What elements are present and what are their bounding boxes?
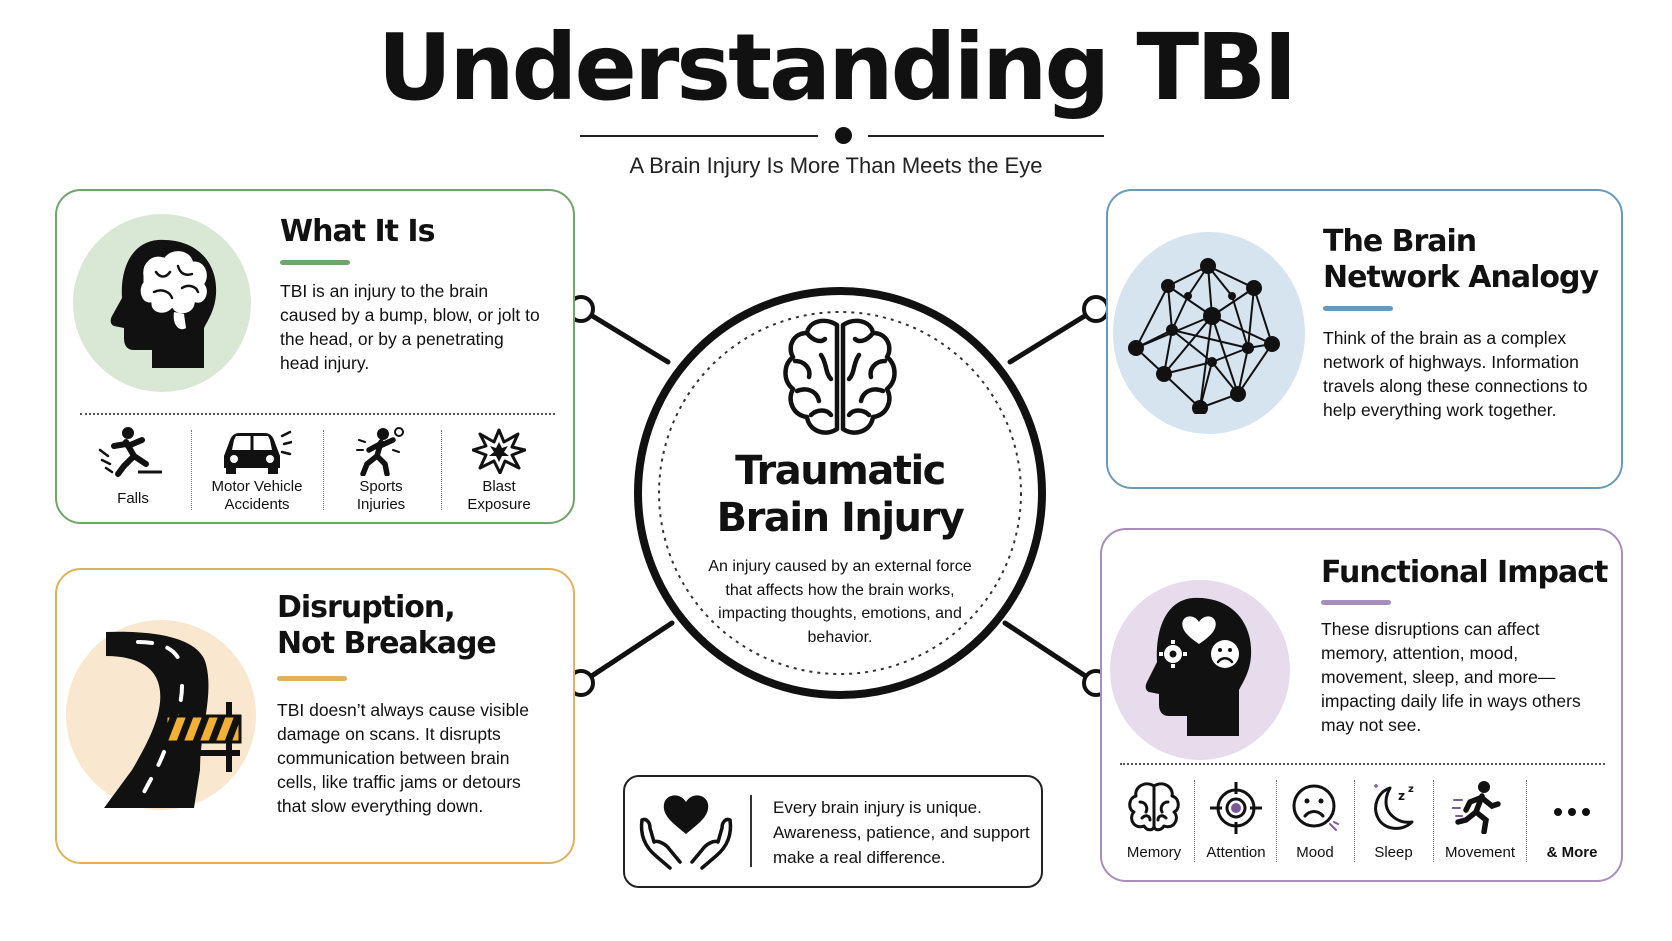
disruption-title-line2: Not Breakage xyxy=(277,626,497,661)
cause-sports-label: Sports Injuries xyxy=(356,478,406,513)
heart-hands-icon xyxy=(639,795,733,870)
svg-text:z: z xyxy=(1398,789,1405,803)
movement-running-icon xyxy=(1452,781,1501,834)
message-divider xyxy=(750,795,752,867)
impact-area-divider xyxy=(1276,780,1277,862)
cause-motor-vehicle-label: Motor Vehicle Accidents xyxy=(211,478,303,513)
svg-text:z: z xyxy=(1408,784,1414,795)
message-box xyxy=(623,775,1043,888)
disruption-title: Disruption, Not Breakage xyxy=(277,590,497,662)
disruption-body: TBI doesn’t always cause visible damage … xyxy=(277,700,529,816)
page-subtitle: A Brain Injury Is More Than Meets the Ey… xyxy=(629,153,1043,178)
more-dots-icon xyxy=(1554,808,1590,816)
impact-attention-label: Attention xyxy=(1206,844,1266,861)
impact-memory-label: Memory xyxy=(1126,844,1182,861)
sleep-moon-icon: z z xyxy=(1374,784,1414,830)
impact-area-divider xyxy=(1526,780,1527,862)
head-brain-icon xyxy=(110,239,217,368)
network-title-line1: The Brain xyxy=(1323,224,1477,259)
blast-icon xyxy=(472,428,526,474)
impact-movement-label: Movement xyxy=(1444,844,1516,861)
head-emotions-icon xyxy=(1145,597,1252,736)
impact-body: These disruptions can affect memory, att… xyxy=(1321,619,1581,735)
impact-area-divider xyxy=(1354,780,1355,862)
message-text: Every brain injury is unique. Awareness,… xyxy=(773,798,1030,867)
what-it-is-title: What It Is xyxy=(280,214,435,249)
sports-injury-icon xyxy=(356,427,404,476)
cause-divider xyxy=(441,430,442,510)
network-body: Think of the brain as a complex network … xyxy=(1323,328,1588,420)
impact-divider xyxy=(1120,763,1605,765)
attention-target-icon xyxy=(1210,782,1262,834)
impact-area-divider xyxy=(1433,780,1434,862)
title-divider-right xyxy=(868,135,1104,137)
impact-sleep-label: Sleep xyxy=(1374,844,1413,861)
title-divider-dot xyxy=(835,127,852,144)
impact-title: Functional Impact xyxy=(1321,555,1608,590)
impact-accent-rule xyxy=(1321,600,1391,605)
cause-divider xyxy=(191,430,192,510)
impact-area-divider xyxy=(1194,780,1195,862)
page-title: Understanding TBI xyxy=(377,14,1297,121)
brain-icon xyxy=(783,318,897,435)
impact-mood-label: Mood xyxy=(1296,844,1334,861)
what-it-is-body: TBI is an injury to the brain caused by … xyxy=(280,281,540,373)
network-title: The Brain Network Analogy xyxy=(1323,224,1599,296)
disruption-accent-rule xyxy=(277,676,347,681)
disruption-title-line1: Disruption, xyxy=(277,590,456,625)
fall-icon xyxy=(98,427,162,477)
center-title-line2: Brain Injury xyxy=(716,495,965,541)
cause-falls-label: Falls xyxy=(117,490,149,507)
center-description: An injury caused by an external force th… xyxy=(708,558,972,646)
car-icon xyxy=(224,430,292,474)
what-it-is-divider xyxy=(80,413,555,415)
network-accent-rule xyxy=(1323,306,1393,311)
center-title-line1: Traumatic xyxy=(735,448,946,494)
cause-blast-label: Blast Exposure xyxy=(467,478,531,513)
network-icon xyxy=(1128,258,1280,414)
title-divider-left xyxy=(580,135,818,137)
road-detour-icon xyxy=(104,631,242,808)
center-title: Traumatic Brain Injury xyxy=(640,448,1040,542)
mood-face-icon xyxy=(1292,784,1339,831)
center-ring xyxy=(634,287,1046,699)
impact-more-label: & More xyxy=(1546,844,1598,861)
cause-divider xyxy=(323,430,324,510)
what-it-is-accent-rule xyxy=(280,260,350,265)
memory-brain-icon xyxy=(1128,782,1180,832)
network-title-line2: Network Analogy xyxy=(1323,260,1599,295)
